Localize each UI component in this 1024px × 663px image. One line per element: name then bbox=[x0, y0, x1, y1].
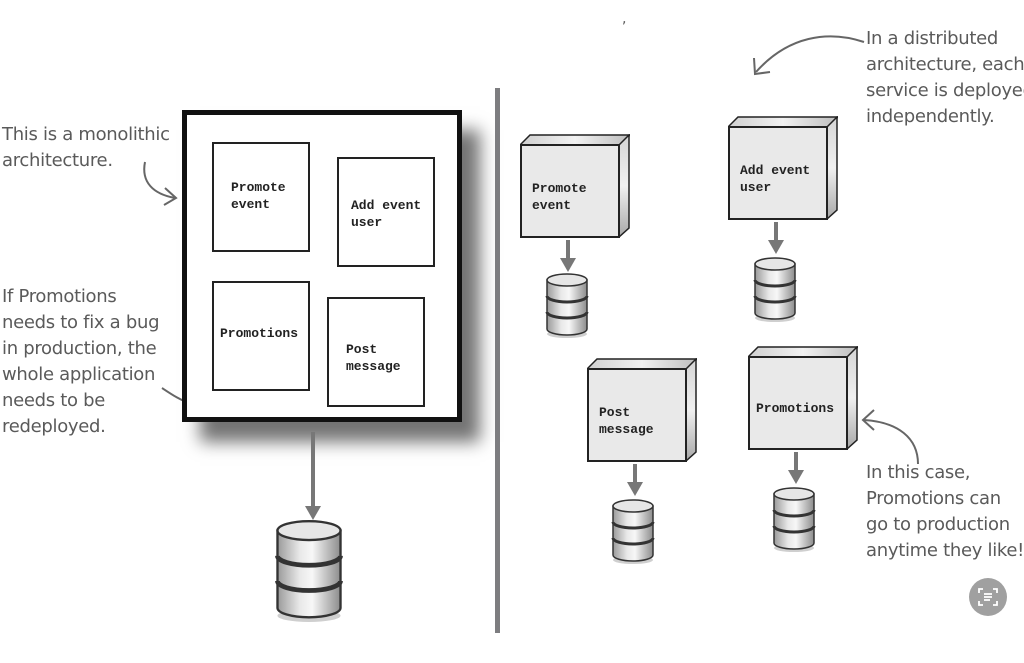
arrow-down-icon bbox=[627, 482, 643, 496]
service-label: Promote event bbox=[532, 181, 587, 213]
distributed-note: In a distributed architecture, each serv… bbox=[866, 28, 1024, 127]
arrow-down-icon bbox=[788, 470, 804, 484]
service-promotions: Promotions bbox=[748, 346, 860, 452]
text-scan-button[interactable] bbox=[969, 578, 1007, 616]
module-promote-event: Promote event bbox=[212, 142, 310, 252]
service-label: Promotions bbox=[756, 401, 835, 416]
monolith-application: Promote event Add event user Promotions … bbox=[182, 110, 462, 422]
module-label: Add event user bbox=[351, 198, 422, 230]
arrow-line bbox=[311, 432, 315, 512]
database-icon bbox=[611, 498, 655, 564]
text-scan-icon bbox=[978, 588, 998, 606]
curved-arrow-icon bbox=[753, 35, 865, 76]
stray-mark: , bbox=[622, 11, 627, 27]
module-post-message: Post message bbox=[327, 297, 425, 407]
arrow-line bbox=[633, 464, 637, 486]
redeploy-note: If Promotions needs to fix a bug in prod… bbox=[2, 286, 160, 437]
service-add-event-user: Add event user bbox=[728, 116, 840, 222]
service-label: Add event user bbox=[740, 163, 811, 195]
module-label: Post message bbox=[346, 342, 401, 374]
arrow-down-icon bbox=[768, 240, 784, 254]
arrow-line bbox=[566, 240, 570, 262]
module-label: Promote event bbox=[231, 180, 286, 212]
promotions-case-note: In this case, Promotions can go to produ… bbox=[866, 462, 1024, 561]
database-icon bbox=[753, 256, 797, 322]
arrow-down-icon bbox=[305, 506, 321, 520]
arrow-line bbox=[794, 452, 798, 474]
module-promotions: Promotions bbox=[212, 281, 310, 391]
panel-divider bbox=[495, 88, 500, 633]
database-icon bbox=[274, 518, 344, 622]
module-add-event-user: Add event user bbox=[337, 157, 435, 267]
arrow-down-icon bbox=[560, 258, 576, 272]
service-post-message: Post message bbox=[587, 358, 699, 464]
module-label: Promotions bbox=[220, 326, 299, 341]
service-promote-event: Promote event bbox=[520, 134, 632, 240]
curved-arrow-icon bbox=[861, 409, 919, 465]
database-icon bbox=[545, 272, 589, 338]
service-label: Post message bbox=[599, 405, 654, 437]
monolithic-note: This is a monolithic architecture. bbox=[2, 124, 170, 171]
arrow-line bbox=[774, 222, 778, 244]
curved-arrow-icon bbox=[143, 161, 178, 206]
database-icon bbox=[772, 486, 816, 552]
